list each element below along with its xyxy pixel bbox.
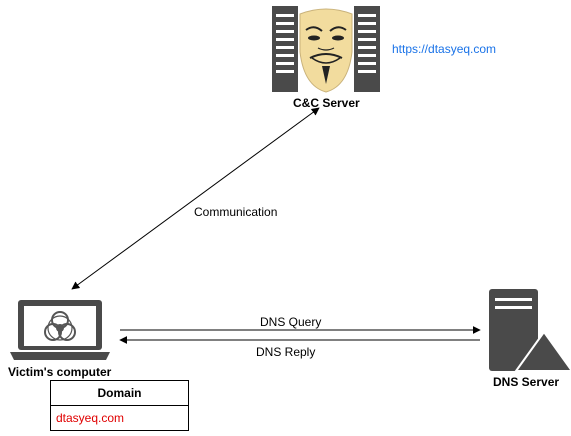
dns-reply-label: DNS Reply bbox=[256, 345, 316, 359]
dns-query-label: DNS Query bbox=[260, 315, 322, 329]
domain-table-header: Domain bbox=[51, 381, 188, 406]
victim-laptop-icon bbox=[10, 300, 110, 360]
communication-arrow bbox=[71, 107, 320, 290]
cc-server-label: C&C Server bbox=[293, 96, 360, 110]
victim-label: Victim's computer bbox=[8, 365, 112, 379]
domain-table: Domain dtasyeq.com bbox=[50, 380, 189, 431]
domain-table-value: dtasyeq.com bbox=[56, 411, 125, 425]
cc-server-url[interactable]: https://dtasyeq.com bbox=[392, 42, 497, 56]
communication-label: Communication bbox=[194, 205, 278, 219]
cc-server-icon bbox=[272, 6, 380, 93]
dns-server-label: DNS Server bbox=[493, 375, 560, 389]
dns-server-icon bbox=[489, 289, 571, 372]
biohazard-icon bbox=[44, 311, 76, 341]
